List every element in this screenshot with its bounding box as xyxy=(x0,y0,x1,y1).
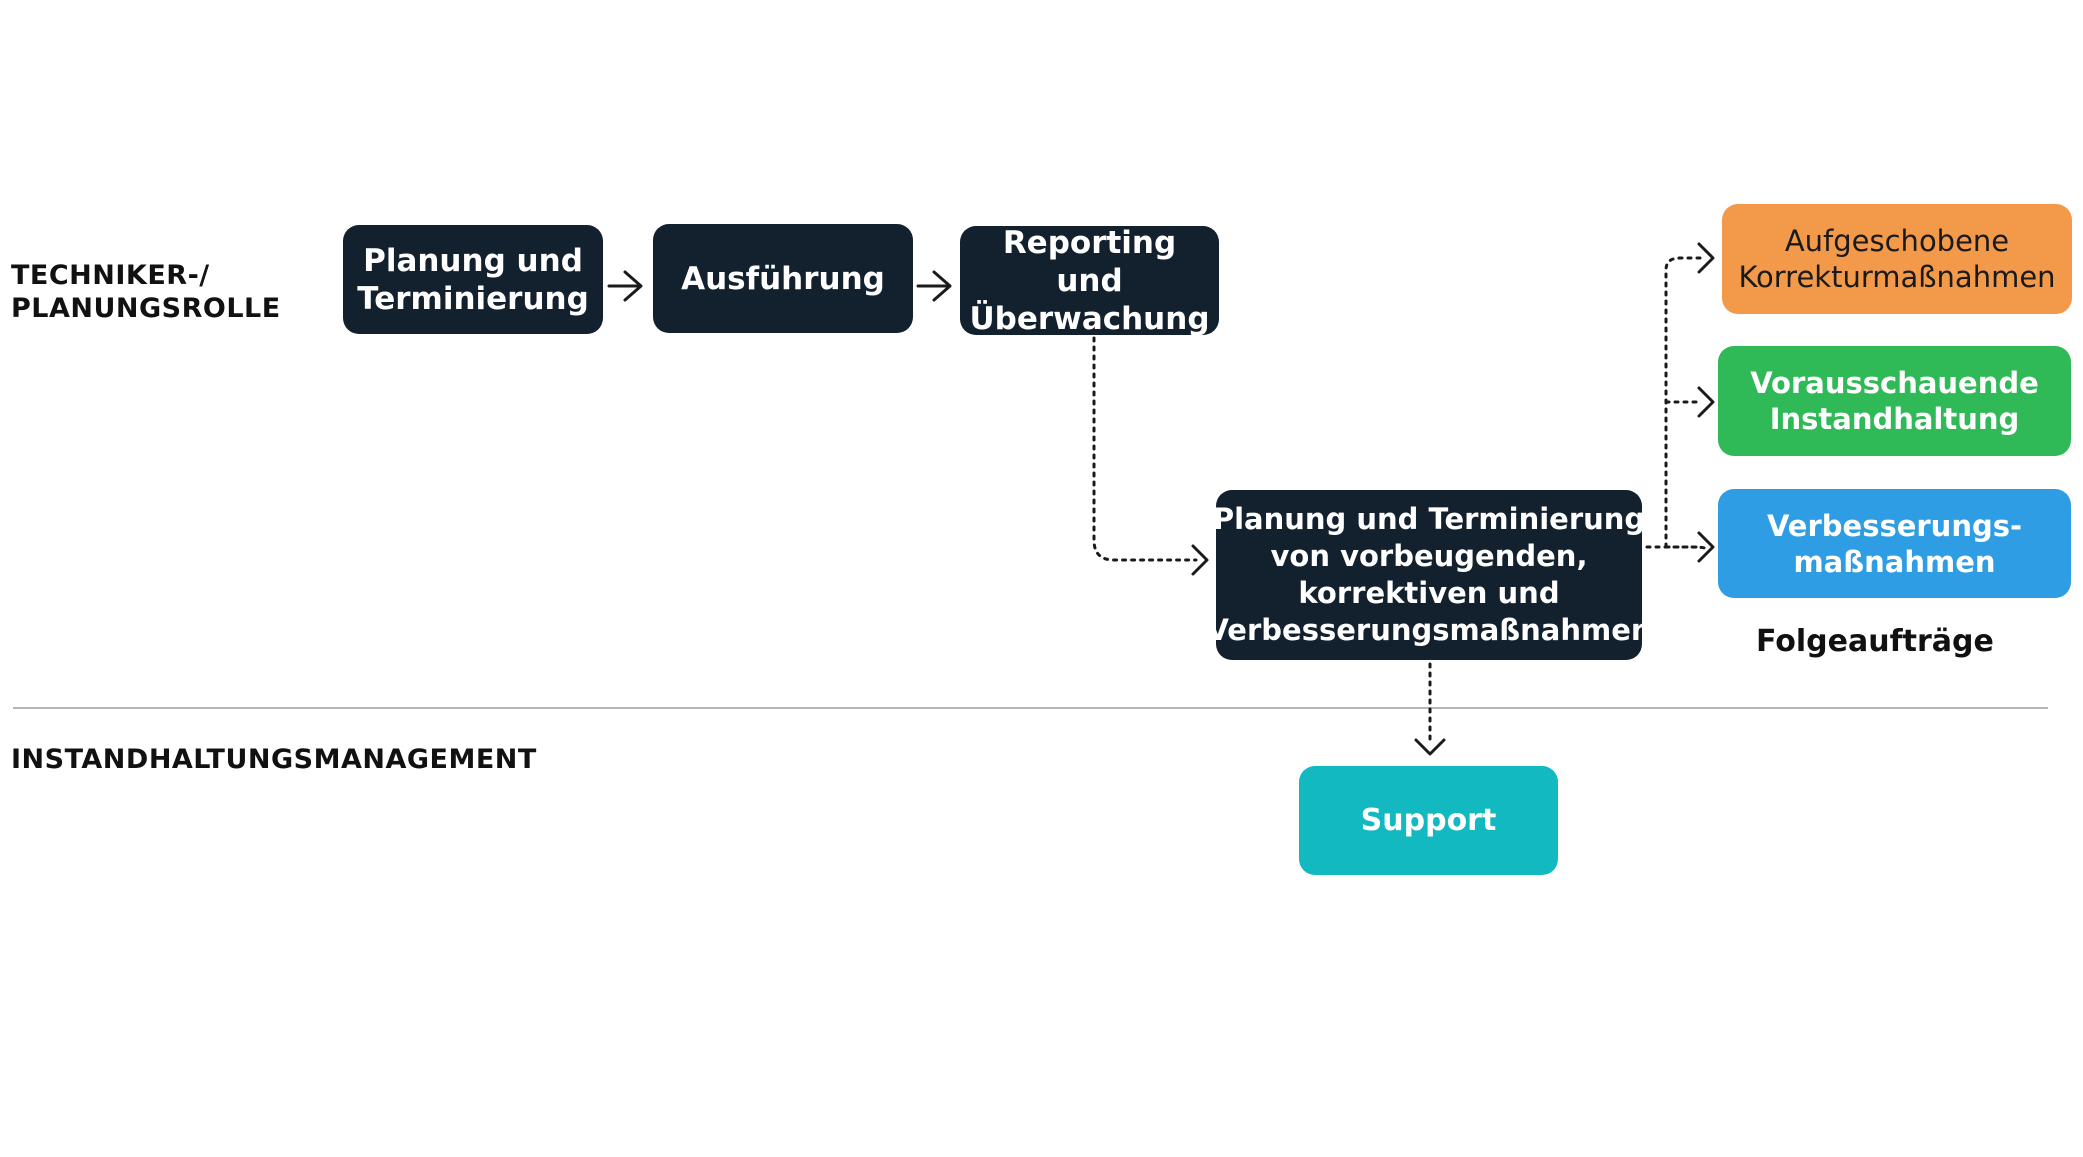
node-reporting: Reporting und Überwachung xyxy=(960,225,1219,337)
arrow-measures-to-improvement xyxy=(1645,545,1710,552)
arrowhead-measures xyxy=(1191,544,1209,576)
arrow-planning-to-execution xyxy=(607,270,643,302)
caption-follow-up-orders: Folgeaufträge xyxy=(1756,624,1994,659)
node-improvement-measures: Verbesserungs- maßnahmen xyxy=(1718,489,2071,598)
lane-divider xyxy=(13,707,2048,709)
node-predictive-maintenance: Vorausschauende Instandhaltung xyxy=(1718,346,2071,456)
lane-label-management: INSTANDHALTUNGSMANAGEMENT xyxy=(11,744,537,775)
arrowhead-improvement xyxy=(1697,531,1715,563)
arrow-reporting-to-measures xyxy=(1092,336,1198,562)
arrowhead-deferred xyxy=(1697,242,1715,274)
branch-vertical xyxy=(1664,256,1702,549)
node-planning: Planung und Terminierung xyxy=(343,225,603,334)
node-execution: Ausführung xyxy=(653,224,913,333)
arrowhead-predictive xyxy=(1697,386,1715,418)
arrowhead-support xyxy=(1414,738,1446,756)
node-support: Support xyxy=(1299,766,1558,875)
node-deferred-corrective: Aufgeschobene Korrekturmaßnahmen xyxy=(1722,204,2072,314)
node-planning-measures: Planung und Terminierung von vorbeugende… xyxy=(1206,490,1652,660)
arrow-execution-to-reporting xyxy=(916,270,952,302)
lane-label-technician: TECHNIKER-/ PLANUNGSROLLE xyxy=(11,260,281,324)
